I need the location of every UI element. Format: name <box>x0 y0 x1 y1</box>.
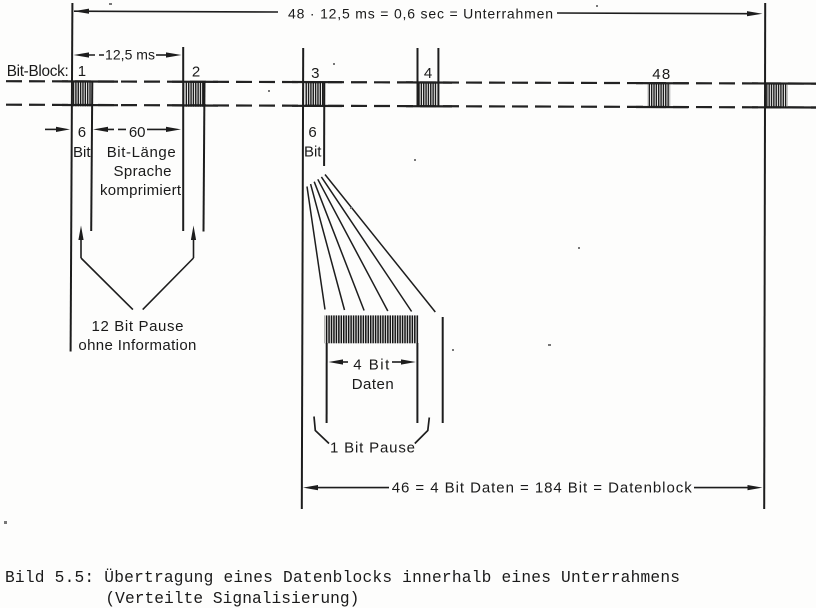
svg-text:4 Bit: 4 Bit <box>353 357 390 374</box>
svg-text:6: 6 <box>308 124 316 141</box>
svg-text:60: 60 <box>129 124 146 141</box>
svg-text:Bit: Bit <box>73 144 91 161</box>
svg-text:Bit-Länge: Bit-Länge <box>107 144 176 161</box>
svg-text:46 = 4 Bit Daten = 184 Bit = D: 46 = 4 Bit Daten = 184 Bit = Datenblock <box>392 480 693 497</box>
svg-text:12 Bit Pause: 12 Bit Pause <box>92 318 184 335</box>
svg-text:48 · 12,5 ms = 0,6 sec = U: 48 · 12,5 ms = 0,6 sec = Unterrahmen <box>288 5 553 21</box>
svg-text:1 Bit Pause: 1 Bit Pause <box>330 440 415 457</box>
svg-text:(Verteilte Signalisierung): (Verteilte Signalisierung) <box>105 590 359 608</box>
svg-text:3: 3 <box>311 65 319 82</box>
svg-text:komprimiert: komprimiert <box>100 182 182 199</box>
svg-text:Daten: Daten <box>352 376 394 393</box>
svg-text:ohne Information: ohne Information <box>78 337 196 354</box>
svg-text:4: 4 <box>424 65 432 82</box>
svg-text:Sprache: Sprache <box>114 163 172 180</box>
svg-text:12,5 ms: 12,5 ms <box>105 47 155 63</box>
svg-text:Bild 5.5: Übertragung eines Da: Bild 5.5: Übertragung eines Datenblocks … <box>5 568 680 587</box>
svg-text:48: 48 <box>652 66 670 83</box>
svg-text:1: 1 <box>78 63 86 80</box>
svg-text:Bit: Bit <box>304 143 322 160</box>
svg-text:2: 2 <box>192 64 200 81</box>
svg-text:Bit-Block:: Bit-Block: <box>7 63 69 80</box>
svg-text:6: 6 <box>78 124 86 141</box>
